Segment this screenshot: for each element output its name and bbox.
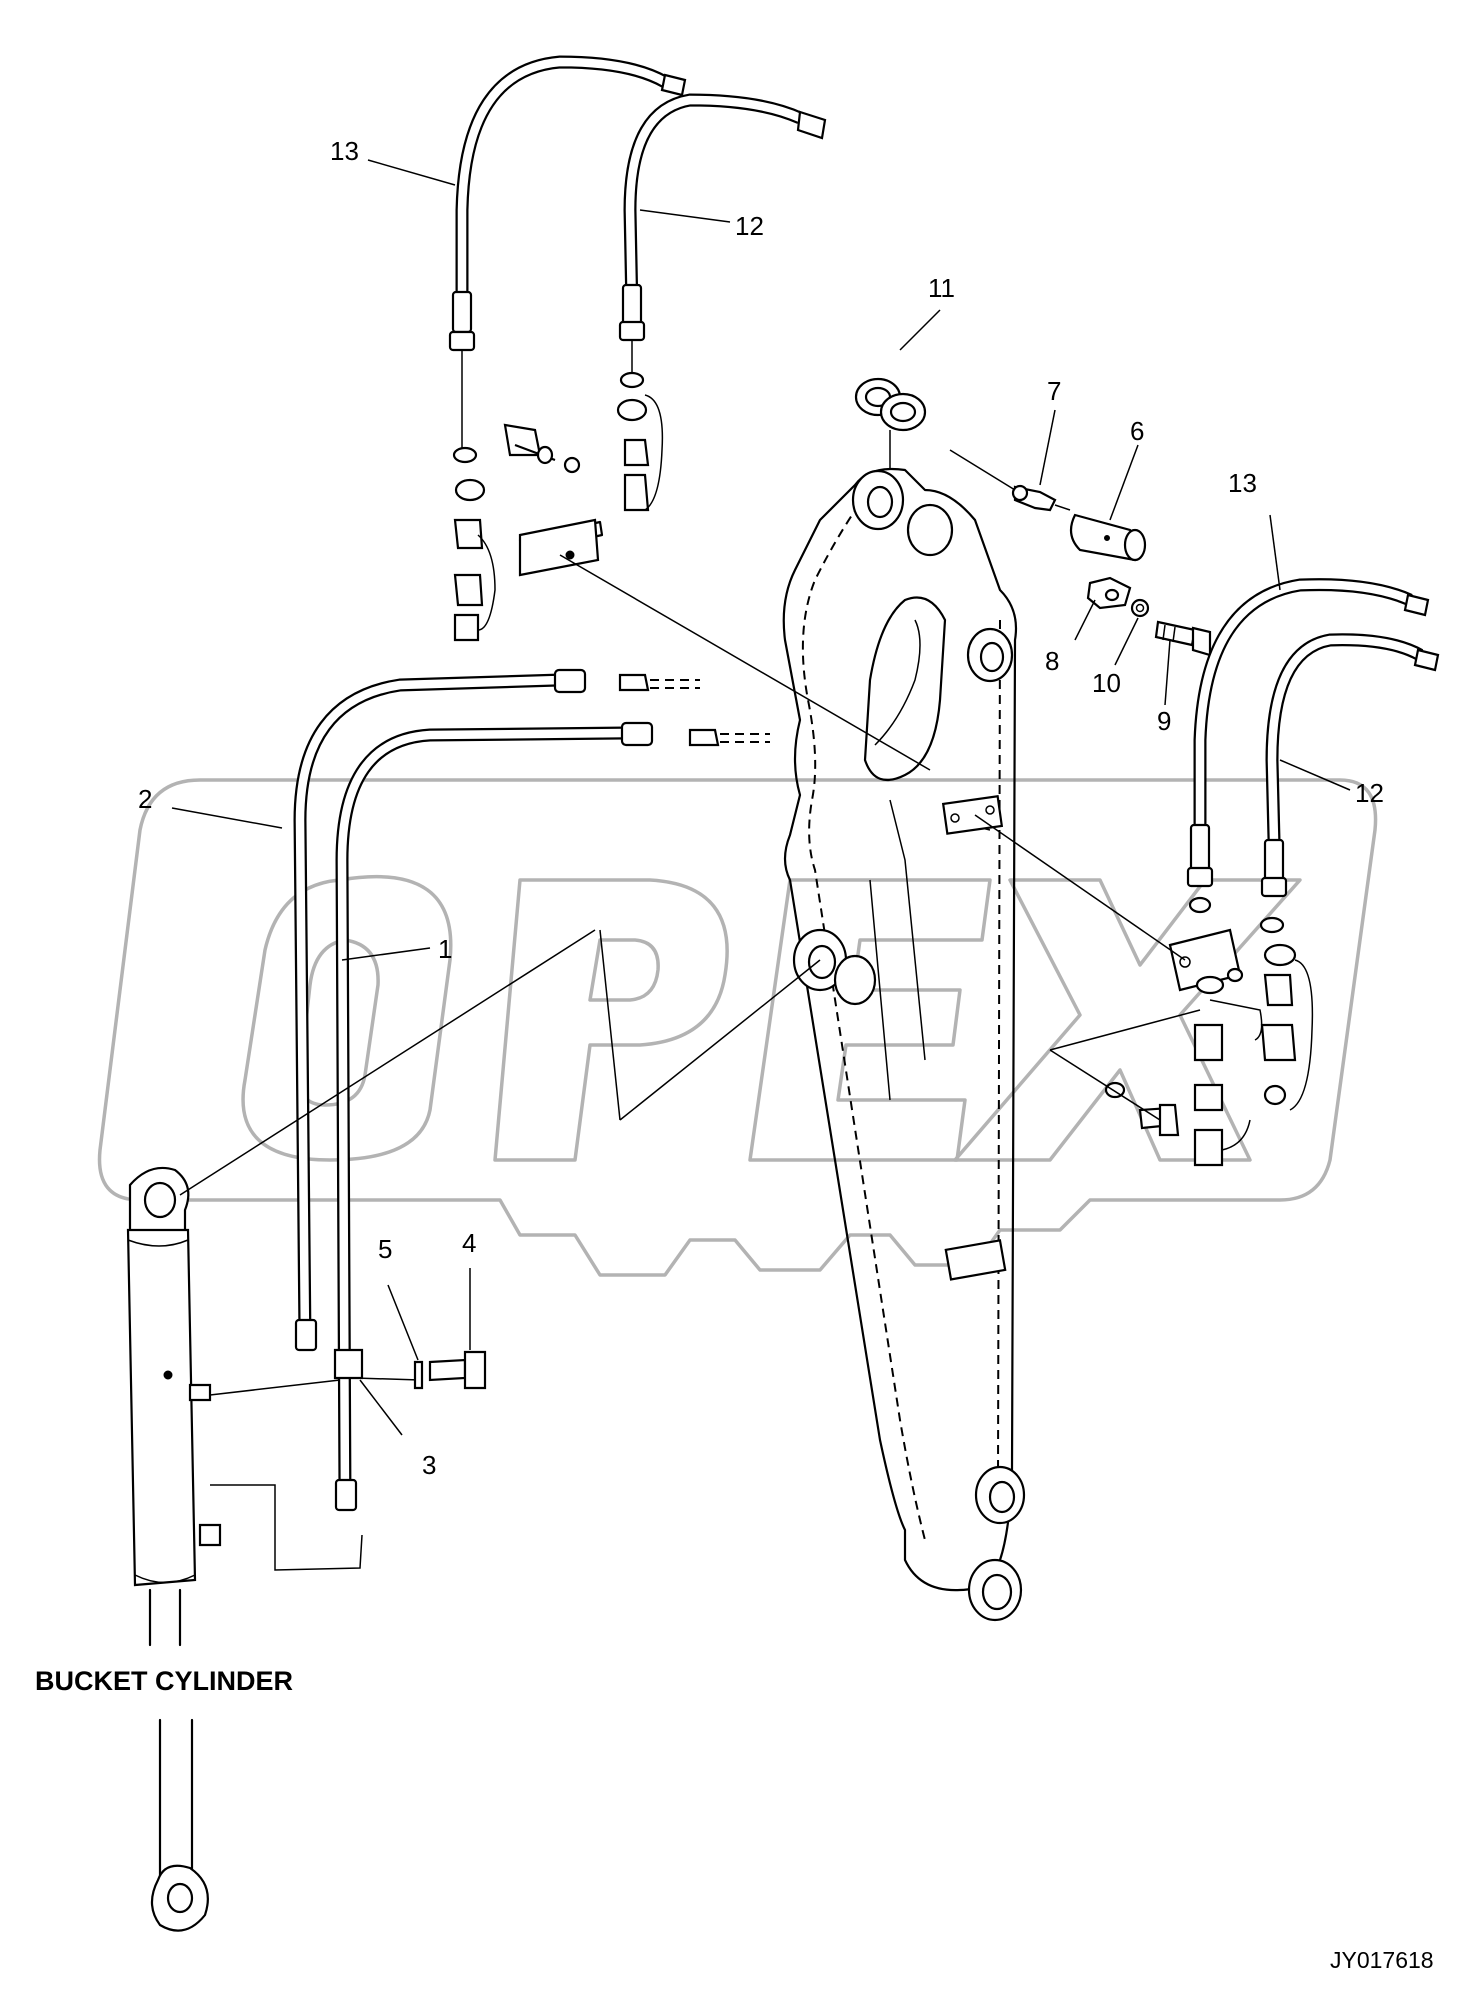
clamp-part-3 bbox=[333, 1348, 421, 1381]
callout-11: 11 bbox=[928, 273, 955, 303]
pin-part-6 bbox=[1069, 513, 1147, 562]
bolt-part-9 bbox=[1154, 620, 1212, 657]
washers-part-11 bbox=[854, 377, 927, 470]
arm-outline bbox=[782, 467, 1018, 1592]
hose-2 bbox=[293, 668, 587, 1352]
grease-nipple-part-7 bbox=[949, 449, 1071, 512]
arm-upper-boss-outer bbox=[906, 503, 954, 557]
drawing-number: JY017618 bbox=[1330, 1947, 1434, 1973]
callout-labels: 13 12 11 7 6 8 10 9 13 12 2 1 5 4 3 bbox=[138, 136, 1384, 1480]
watermark-letter-x bbox=[953, 878, 1302, 1162]
cylinder-rod bbox=[148, 1588, 194, 1882]
block-fittings-right bbox=[974, 814, 1314, 1167]
callout-6: 6 bbox=[1130, 416, 1144, 446]
watermark-gear-outline bbox=[97, 778, 1378, 1277]
arm-mid-boss-inner bbox=[979, 641, 1005, 673]
callout-13-right: 13 bbox=[1228, 468, 1257, 498]
arm-inner-slot bbox=[863, 596, 947, 782]
callout-9: 9 bbox=[1157, 706, 1171, 736]
arm-assembly bbox=[782, 467, 1026, 1622]
arm-bottom-boss-2-inner bbox=[981, 1573, 1013, 1611]
arm-bottom-boss-1-inner bbox=[988, 1480, 1016, 1514]
bucket-cylinder-caption: BUCKET CYLINDER bbox=[35, 1666, 293, 1696]
leader-lines bbox=[171, 159, 1351, 1436]
hose-12-upper-left bbox=[618, 93, 827, 342]
callout-3: 3 bbox=[422, 1450, 436, 1480]
hose-1 bbox=[334, 721, 654, 1512]
callout-8: 8 bbox=[1045, 646, 1059, 676]
callout-1: 1 bbox=[438, 934, 452, 964]
arm-lower-boss-2 bbox=[833, 954, 877, 1006]
hose-12-right bbox=[1260, 633, 1440, 898]
watermark-letter-e bbox=[748, 878, 992, 1162]
hose-end-fittings-left bbox=[618, 673, 770, 747]
arm-web-line bbox=[869, 799, 991, 1101]
arm-lower-boss-inner bbox=[807, 944, 837, 980]
callout-2: 2 bbox=[138, 784, 152, 814]
arm-bracket-plate-lower bbox=[944, 1239, 1007, 1281]
cylinder-barrel bbox=[126, 1228, 197, 1587]
washer-part-10 bbox=[1130, 598, 1150, 618]
washer-part-5 bbox=[413, 1360, 424, 1390]
arm-dashed-edge bbox=[801, 491, 926, 1541]
watermark-letter-o bbox=[241, 874, 453, 1162]
bucket-cylinder bbox=[126, 929, 821, 1932]
hose-13-upper-left bbox=[448, 55, 687, 352]
watermark-letter-p bbox=[493, 878, 729, 1162]
hose-13-right bbox=[1186, 578, 1430, 888]
arm-top-boss-inner bbox=[866, 485, 894, 519]
callout-7: 7 bbox=[1047, 376, 1061, 406]
watermark-logo bbox=[97, 778, 1378, 1277]
arm-dashed-edge-right bbox=[997, 619, 1001, 1481]
block-fittings-upper-left bbox=[452, 340, 931, 771]
arm-slot-ridge bbox=[874, 619, 921, 746]
callout-12-right: 12 bbox=[1355, 778, 1384, 808]
bolt-part-4 bbox=[428, 1350, 487, 1390]
callout-13-upper: 13 bbox=[330, 136, 359, 166]
callout-5: 5 bbox=[378, 1234, 392, 1264]
callout-12-upper: 12 bbox=[735, 211, 764, 241]
callout-4: 4 bbox=[462, 1228, 476, 1258]
callout-10: 10 bbox=[1092, 668, 1121, 698]
plate-part-8 bbox=[1086, 576, 1132, 610]
